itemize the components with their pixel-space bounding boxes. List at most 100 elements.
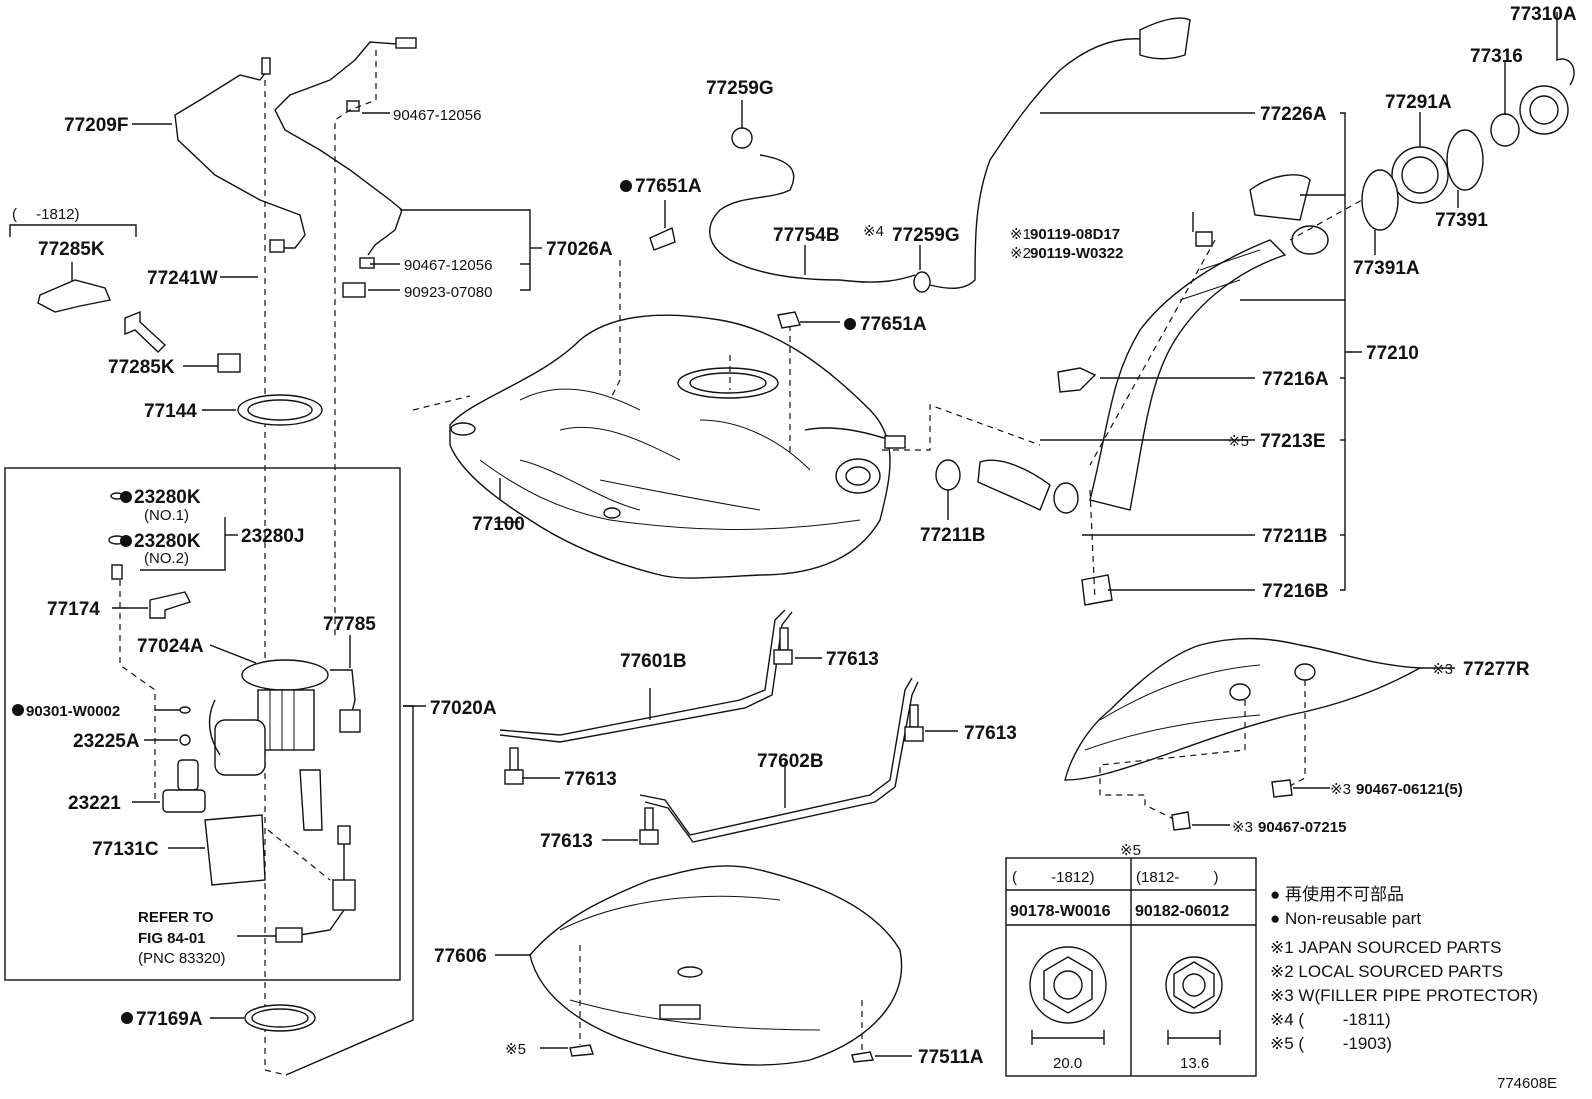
pad-77651a-a	[649, 227, 676, 251]
fastener-table	[1005, 857, 1257, 1077]
label-90301-w0002: 90301-W0002	[26, 703, 120, 720]
fuel-tank-77100	[449, 314, 906, 579]
table-title: ※5	[1120, 842, 1141, 859]
label-77216b: 77216B	[1262, 581, 1329, 602]
label-77285k-range: ( -1812)	[12, 206, 80, 223]
label-77601b: 77601B	[620, 651, 687, 672]
non-reusable-dot	[120, 491, 132, 503]
label-90467-12056-b: 90467-12056	[404, 257, 492, 274]
label-23280k-1: 23280K	[134, 487, 201, 508]
bracket-77285k	[9, 224, 241, 373]
tube-77209f	[174, 57, 306, 253]
label-23280k-2: 23280K	[134, 531, 201, 552]
label-77209f: 77209F	[64, 115, 128, 136]
label-90119-w0322: 90119-W0322	[1030, 245, 1123, 262]
guide-line-pump-2	[334, 50, 377, 640]
label-90467-06121-mark: ※3	[1330, 781, 1351, 798]
non-reusable-dot	[844, 318, 856, 330]
label-77026a: 77026A	[546, 239, 613, 260]
leader-lines-center	[412, 260, 1041, 523]
label-77316: 77316	[1470, 46, 1523, 67]
legend-line-6: ※4 ( -1811)	[1270, 1010, 1391, 1029]
table-col2-range: (1812- )	[1136, 869, 1219, 886]
label-90467-12056-a: 90467-12056	[393, 107, 481, 124]
label-23221: 23221	[68, 793, 121, 814]
label-77213e: 77213E	[1260, 431, 1326, 452]
label-mark-5: ※5	[505, 1041, 526, 1058]
fastener-table-text: ※5 ( -1812) (1812- ) 90178-W0016 90182-0…	[1010, 842, 1229, 1072]
label-77211b-b: 77211B	[1262, 526, 1328, 547]
label-77651a-a: 77651A	[635, 176, 702, 197]
label-90923-07080: 90923-07080	[404, 284, 492, 301]
callout-labels: 77209F 90467-12056 90467-12056 90923-070…	[12, 4, 1577, 1068]
label-77285k-b: 77285K	[108, 357, 175, 378]
tube-77026a	[274, 37, 417, 298]
label-77606: 77606	[434, 946, 487, 967]
diagram-id: 774608E	[1497, 1075, 1557, 1092]
table-col2-part: 90182-06012	[1135, 903, 1229, 920]
hose-77754b	[709, 17, 1191, 293]
label-90467-07215: 90467-07215	[1258, 819, 1346, 836]
label-77174: 77174	[47, 599, 100, 620]
label-77613-b: 77613	[964, 723, 1017, 744]
label-77144: 77144	[144, 401, 197, 422]
label-90119-08d17: 90119-08D17	[1030, 226, 1120, 243]
label-77785: 77785	[323, 614, 376, 635]
non-reusable-dot	[121, 1012, 133, 1024]
label-77391: 77391	[1435, 210, 1488, 231]
pad-77651a-b	[777, 311, 801, 329]
table-col1-part: 90178-W0016	[1010, 903, 1111, 920]
label-77241w: 77241W	[147, 268, 218, 289]
label-77020a: 77020A	[430, 698, 497, 719]
hose-77213e	[935, 459, 1079, 514]
label-77277r: 77277R	[1463, 659, 1530, 680]
label-77211b-a: 77211B	[920, 525, 986, 546]
label-77024a: 77024A	[137, 636, 204, 657]
label-77226a: 77226A	[1260, 104, 1327, 125]
label-77613-c: 77613	[564, 769, 617, 790]
legend-line-4: ※2 LOCAL SOURCED PARTS	[1270, 962, 1503, 981]
label-77131c: 77131C	[92, 839, 159, 860]
filler-pipe-77210	[1057, 174, 1329, 606]
table-col1-dim: 20.0	[1053, 1055, 1082, 1072]
label-77291a: 77291A	[1385, 92, 1452, 113]
legend-line-7: ※5 ( -1903)	[1270, 1034, 1392, 1053]
ring-77144	[237, 394, 323, 426]
fuel-cap-77310a	[1361, 12, 1575, 255]
pump-module-frame	[4, 467, 401, 981]
label-90119-w0322-mark: ※2	[1010, 245, 1031, 262]
label-77651a-b: 77651A	[860, 314, 927, 335]
non-reusable-dot	[620, 180, 632, 192]
label-90467-06121: 90467-06121(5)	[1356, 781, 1463, 798]
filler-pipe-protector-77277r	[1064, 637, 1455, 831]
label-77100: 77100	[472, 514, 525, 535]
leader-lines-pump	[112, 517, 426, 1076]
non-reusable-dot	[120, 535, 132, 547]
non-reusable-dot	[12, 704, 24, 716]
legend-line-1: ● 再使用不可部品	[1270, 884, 1404, 904]
label-77210: 77210	[1366, 343, 1419, 364]
table-col2-dim: 13.6	[1180, 1055, 1209, 1072]
label-77613-a: 77613	[826, 649, 879, 670]
fuel-pump-assembly	[108, 492, 361, 943]
label-23280j: 23280J	[241, 526, 304, 547]
label-90119-08d17-mark: ※1	[1010, 226, 1031, 243]
label-90467-07215-mark: ※3	[1232, 819, 1253, 836]
label-77391a: 77391A	[1353, 258, 1420, 279]
label-77216a: 77216A	[1262, 369, 1329, 390]
under-cover-77606	[495, 865, 912, 1066]
label-77613-d: 77613	[540, 831, 593, 852]
label-23280k-2-sub: (NO.2)	[144, 550, 189, 567]
label-refer-2: FIG 84-01	[138, 930, 206, 947]
label-23280k-1-sub: (NO.1)	[144, 507, 189, 524]
label-77259g-top: 77259G	[706, 78, 774, 99]
label-refer-3: (PNC 83320)	[138, 950, 226, 967]
leader-lines-left	[132, 112, 542, 411]
label-77277r-mark: ※3	[1432, 661, 1453, 678]
label-77602b: 77602B	[757, 751, 824, 772]
label-77511a: 77511A	[918, 1047, 984, 1068]
label-77754b: 77754B	[773, 225, 840, 246]
label-refer-1: REFER TO	[138, 909, 214, 926]
legend-line-5: ※3 W(FILLER PIPE PROTECTOR)	[1270, 986, 1538, 1005]
